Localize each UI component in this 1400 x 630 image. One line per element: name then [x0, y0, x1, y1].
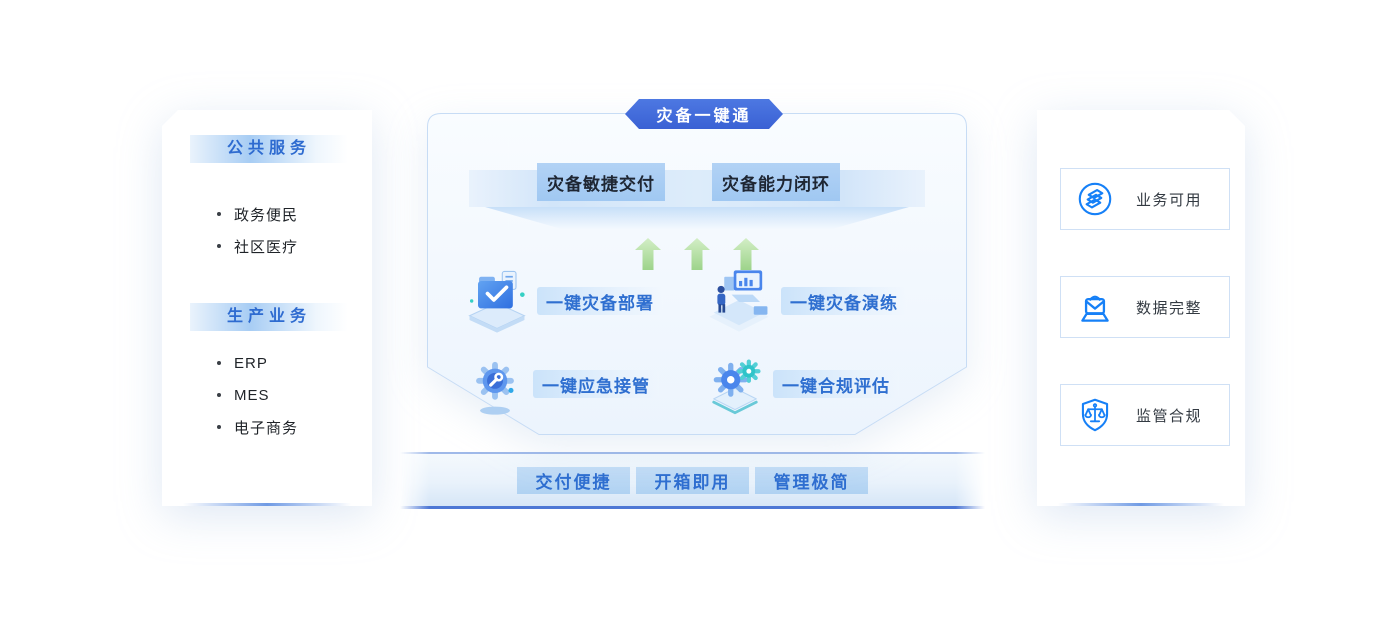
list-item: ERP: [217, 353, 298, 373]
guarantee-business-available: 业务可用: [1060, 168, 1230, 230]
guarantee-regulatory-compliance: 监管合规: [1060, 384, 1230, 446]
feature-grid: 一键灾备部署: [463, 255, 933, 421]
bullet-icon: [217, 425, 221, 429]
list-item: MES: [217, 385, 298, 405]
list-item: 政务便民: [217, 204, 298, 224]
feature-drill: 一键灾备演练: [703, 262, 933, 340]
simple-management-button: 管理极简: [755, 466, 868, 494]
arrow-up-icon: [733, 238, 759, 270]
agile-delivery-button: 灾备敏捷交付: [537, 163, 665, 201]
badge-label: 灾备一键通: [656, 108, 752, 125]
guarantee-label: 业务可用: [1136, 191, 1203, 209]
section-header-public-services: 公共服务: [190, 135, 348, 163]
left-services-card: 公共服务 政务便民 社区医疗 生产业务 ERP MES 电子商务: [162, 110, 372, 506]
section-header-production-business: 生产业务: [190, 303, 348, 331]
emergency-takeover-illustration-icon: [463, 351, 527, 417]
section-title: 公共服务: [226, 140, 311, 157]
guarantee-data-integrity: 数据完整: [1060, 276, 1230, 338]
out-of-box-button: 开箱即用: [636, 466, 749, 494]
production-business-list: ERP MES 电子商务: [217, 353, 298, 449]
guarantee-label: 数据完整: [1136, 299, 1203, 317]
title-badge: 灾备一键通: [625, 99, 783, 129]
guarantee-label: 监管合规: [1136, 407, 1203, 425]
bullet-icon: [217, 393, 221, 397]
feature-label: 一键合规评估: [773, 370, 899, 398]
band-3d-platform: [485, 207, 909, 229]
capability-bar: 交付便捷 开箱即用 管理极简: [400, 452, 985, 509]
arrow-up-icon: [635, 238, 661, 270]
feature-compliance-eval: 一键合规评估: [703, 351, 933, 417]
feature-label: 一键灾备部署: [537, 287, 663, 315]
drill-illustration-icon: [703, 262, 775, 340]
backup-deploy-illustration-icon: [463, 263, 531, 339]
feature-backup-deploy: 一键灾备部署: [463, 263, 693, 339]
feature-label: 一键应急接管: [533, 370, 659, 398]
mail-tray-icon: [1074, 286, 1116, 328]
shield-scales-icon: [1074, 394, 1116, 436]
section-title: 生产业务: [226, 308, 311, 325]
list-item: 社区医疗: [217, 236, 298, 256]
center-solution-panel: 灾备敏捷交付 灾备能力闭环: [427, 113, 967, 435]
layers-icon: [1074, 178, 1116, 220]
list-item: 电子商务: [217, 417, 298, 437]
bullet-icon: [217, 244, 221, 248]
right-guarantees-card: 业务可用 数据完整: [1037, 110, 1245, 506]
capability-loop-button: 灾备能力闭环: [712, 163, 840, 201]
convenient-delivery-button: 交付便捷: [517, 466, 630, 494]
feature-emergency-takeover: 一键应急接管: [463, 351, 693, 417]
bullet-icon: [217, 212, 221, 216]
up-arrows: [427, 238, 967, 270]
bullet-icon: [217, 361, 221, 365]
compliance-eval-illustration-icon: [703, 351, 767, 417]
feature-label: 一键灾备演练: [781, 287, 907, 315]
arrow-up-icon: [684, 238, 710, 270]
public-services-list: 政务便民 社区医疗: [217, 204, 298, 268]
